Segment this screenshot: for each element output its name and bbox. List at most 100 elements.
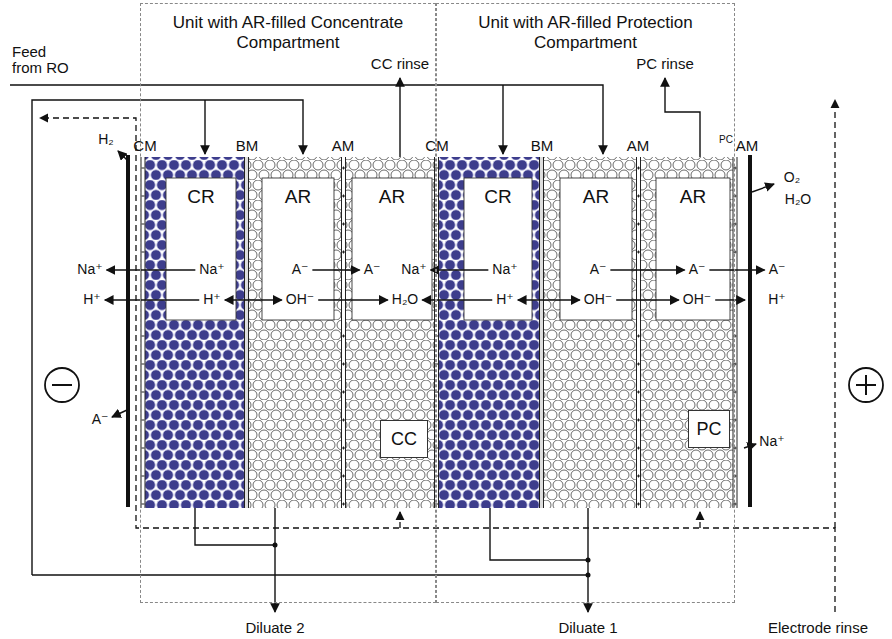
ion-label: H⁺ xyxy=(768,292,786,307)
electrode xyxy=(45,155,883,507)
ion-arrow xyxy=(107,269,196,270)
membrane xyxy=(342,420,345,421)
membrane xyxy=(734,392,737,393)
membrane xyxy=(343,447,344,450)
membrane xyxy=(142,448,145,449)
membrane xyxy=(637,476,640,477)
ion-label: A⁻ xyxy=(769,262,786,277)
gas-label: H₂O xyxy=(785,192,811,207)
ion-label: OH⁻ xyxy=(683,292,711,307)
membrane xyxy=(343,335,344,338)
membrane xyxy=(434,157,435,508)
ion-arrow xyxy=(105,299,200,300)
membrane xyxy=(343,503,344,506)
resin-bed xyxy=(438,157,540,508)
junction-dot xyxy=(273,543,278,548)
membrane-label: CM xyxy=(133,138,156,155)
flow-line xyxy=(204,100,205,154)
compartment: ARCC xyxy=(345,157,435,508)
resin-bed xyxy=(143,157,735,508)
resin-bed xyxy=(143,157,245,508)
membrane xyxy=(343,167,344,170)
electrode-rinse-line xyxy=(399,512,400,528)
resin-label: AR xyxy=(583,186,609,208)
membrane xyxy=(435,157,439,508)
membrane xyxy=(343,251,344,254)
label-window xyxy=(262,178,334,320)
electrode xyxy=(865,375,867,395)
ion-label: Na⁺ xyxy=(77,262,102,277)
resin-bed xyxy=(248,157,343,508)
label-window xyxy=(352,178,432,320)
ion-label: Na⁺ xyxy=(759,434,784,449)
flow-label: Feed from RO xyxy=(12,44,74,77)
resin-bed xyxy=(640,157,735,508)
membrane-label: AM xyxy=(736,138,759,155)
membrane xyxy=(342,364,345,365)
ion-label: Na⁺ xyxy=(492,262,517,277)
membrane xyxy=(342,224,345,225)
flow-line xyxy=(502,85,503,154)
electrode xyxy=(45,368,79,402)
membrane-label: PC xyxy=(719,134,733,145)
membrane xyxy=(636,157,637,508)
ion-arrow xyxy=(715,299,745,300)
label-window xyxy=(166,178,730,320)
ion-arrow xyxy=(610,269,684,270)
membrane xyxy=(142,504,145,505)
membrane xyxy=(343,195,344,198)
membrane xyxy=(435,420,438,421)
membrane xyxy=(735,251,736,254)
ion-arrow xyxy=(318,299,388,300)
membrane xyxy=(637,504,640,505)
membrane xyxy=(343,363,344,366)
membrane xyxy=(735,447,736,450)
flow-line xyxy=(32,574,588,575)
membrane xyxy=(435,504,438,505)
membrane-label: CM xyxy=(425,138,448,155)
compartment: CR xyxy=(143,157,245,508)
membrane xyxy=(342,504,345,505)
membrane xyxy=(735,195,736,198)
membrane xyxy=(435,252,438,253)
unit-heading: Unit with AR-filled Concentrate Compartm… xyxy=(170,13,406,52)
junction-dot xyxy=(586,558,591,563)
membrane xyxy=(638,251,639,254)
membrane xyxy=(342,168,345,169)
ion-label: H₂O xyxy=(392,292,418,307)
label-window xyxy=(166,178,236,320)
membrane xyxy=(539,157,540,508)
electrode-rinse-line xyxy=(699,512,700,528)
membrane xyxy=(638,503,639,506)
membrane xyxy=(734,504,737,505)
membrane xyxy=(637,392,640,393)
membrane xyxy=(734,476,737,477)
membrane xyxy=(435,168,438,169)
ion-label: A⁻ xyxy=(364,262,381,277)
resin-label: AR xyxy=(680,186,706,208)
membrane xyxy=(735,167,736,170)
ion-label: Na⁺ xyxy=(199,262,224,277)
membrane xyxy=(248,157,249,508)
ion-label: H⁺ xyxy=(203,292,221,307)
ion-arrow xyxy=(709,269,764,270)
ion-label: A⁻ xyxy=(689,262,706,277)
flow-line xyxy=(665,78,700,157)
membrane xyxy=(342,476,345,477)
ion-arrow xyxy=(225,299,282,300)
membrane xyxy=(435,196,438,197)
membrane xyxy=(734,364,737,365)
membrane xyxy=(640,157,641,508)
unit-heading: Unit with AR-filled Protection Compartme… xyxy=(468,13,704,52)
ion-label: A⁻ xyxy=(590,262,607,277)
ion-label: H⁺ xyxy=(496,292,514,307)
membrane xyxy=(638,195,639,198)
ion-arrow xyxy=(518,299,580,300)
membrane xyxy=(435,392,438,393)
junction-dot xyxy=(273,543,591,578)
membrane xyxy=(734,448,737,449)
resin-bed xyxy=(543,157,638,508)
label-window xyxy=(464,178,532,320)
compartment-tag: CC xyxy=(380,420,428,458)
